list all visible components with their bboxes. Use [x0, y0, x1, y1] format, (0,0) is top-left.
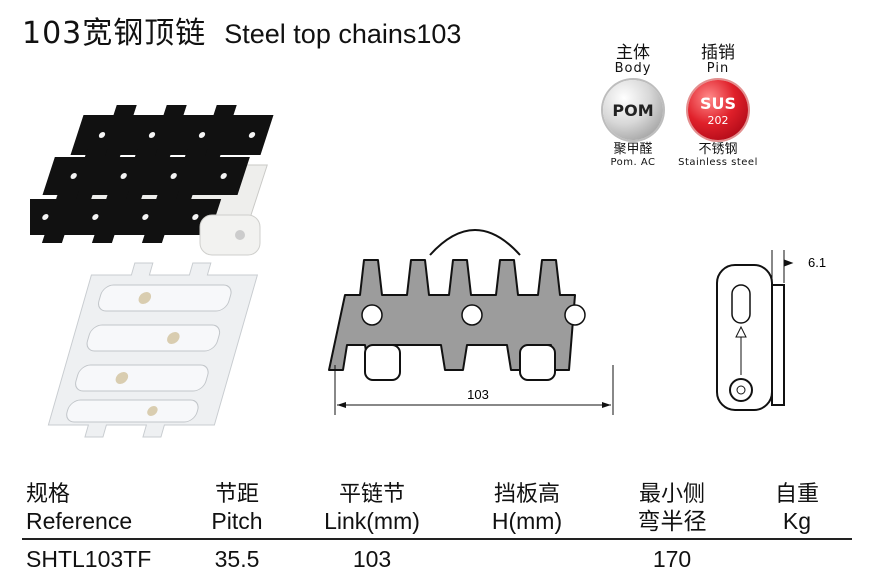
pin-label-cn: 插销 — [701, 43, 735, 63]
pom-badge-icon: POM — [603, 80, 663, 140]
width-dimension-label: 103 — [467, 387, 489, 402]
title-chinese: 103宽钢顶链 — [22, 16, 207, 51]
pin-caption-cn: 不锈钢 — [698, 142, 738, 157]
title-english: Steel top chains103 — [224, 19, 462, 49]
body-label-cn: 主体 — [616, 43, 650, 63]
cell-min-radius: 170 — [652, 546, 692, 572]
col-min-radius: 最小侧弯半径 — [637, 482, 707, 534]
chain-bottom-photo — [47, 262, 259, 438]
table-row: SHTL103TF 35.5 103 170 — [22, 539, 852, 574]
body-label-en: Body — [614, 61, 652, 76]
pin-caption-en: Stainless steel — [678, 157, 758, 168]
cell-height — [452, 539, 602, 574]
body-caption-en: Pom. AC — [610, 157, 656, 168]
pin-label-en: Pin — [706, 61, 730, 76]
sus-badge-icon: SUS 202 — [688, 80, 748, 140]
pom-badge-text: POM — [612, 100, 654, 120]
material-pin: 插销 Pin SUS 202 不锈钢 Stainless steel — [668, 44, 768, 169]
thickness-dimension-label: 6.1 — [808, 255, 826, 270]
cell-link: 103 — [352, 546, 392, 572]
chain-side-drawing: 6.1 — [716, 250, 826, 411]
cell-weight — [742, 539, 852, 574]
sus-badge-text: SUS — [699, 93, 737, 113]
body-caption-cn: 聚甲醛 — [613, 142, 653, 157]
sus-badge-sub: 202 — [707, 113, 729, 127]
cell-reference: SHTL103TF — [26, 546, 152, 572]
chain-front-drawing: 103 — [328, 229, 614, 415]
material-body: 主体 Body POM 聚甲醛 Pom. AC — [596, 44, 670, 169]
chain-top-photo — [30, 105, 274, 256]
page-title: 103宽钢顶链 Steel top chains103 — [22, 8, 462, 51]
cell-pitch: 35.5 — [214, 546, 260, 572]
